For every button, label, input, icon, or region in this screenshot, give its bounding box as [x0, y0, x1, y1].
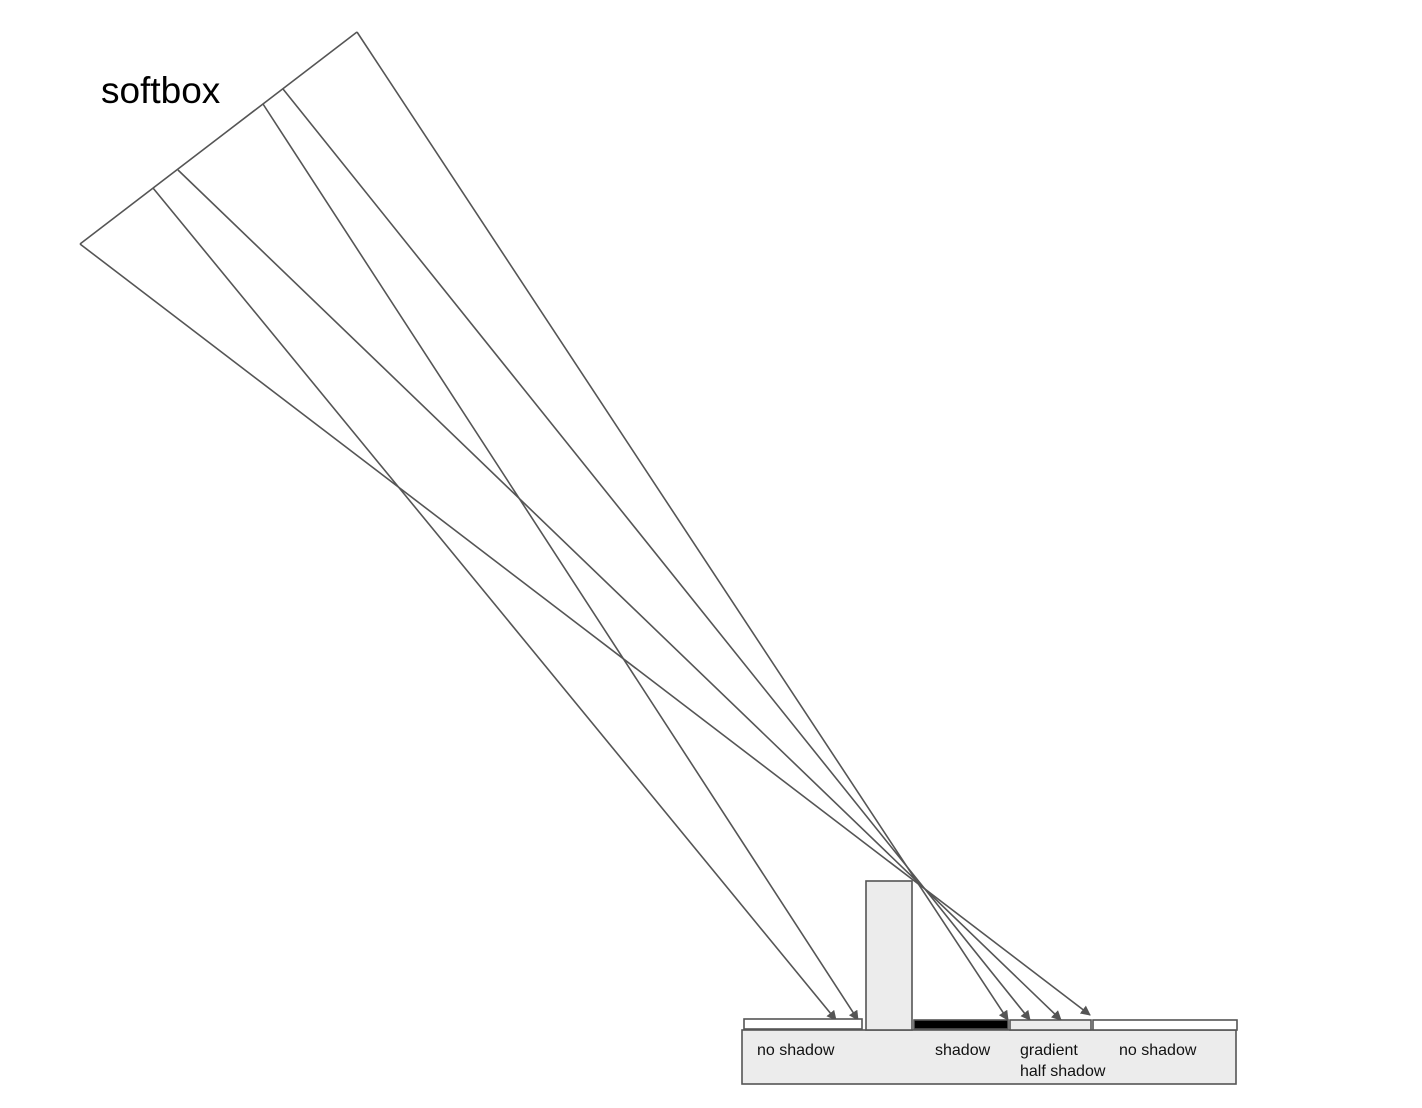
- light-ray-4: [262, 103, 859, 1021]
- surface-no-shadow-left: [743, 1018, 863, 1030]
- light-ray-1: [79, 243, 1091, 1016]
- label-gradient: gradient: [1020, 1042, 1078, 1059]
- light-ray-6: [356, 31, 1009, 1021]
- ground-base: [741, 1029, 1237, 1085]
- surface-shadow: [913, 1019, 1009, 1030]
- surface-no-shadow-right: [1092, 1019, 1238, 1031]
- light-ray-5: [282, 88, 1031, 1021]
- softbox-title: softbox: [101, 70, 221, 111]
- label-half-shadow: half shadow: [1020, 1063, 1106, 1080]
- softbox-face: [79, 31, 358, 245]
- light-ray-2: [152, 187, 837, 1021]
- label-no-shadow-right: no shadow: [1119, 1042, 1197, 1059]
- label-no-shadow-left: no shadow: [757, 1042, 835, 1059]
- label-shadow: shadow: [935, 1042, 991, 1059]
- occluder-block: [865, 880, 913, 1031]
- surface-gradient-half-shadow: [1009, 1019, 1092, 1031]
